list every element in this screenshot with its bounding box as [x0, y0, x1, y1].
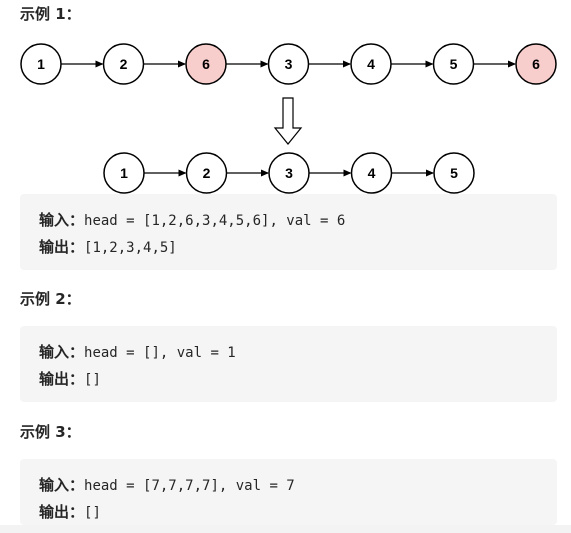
example-3-input: 输入：head = [7,7,7,7], val = 7 — [39, 472, 557, 499]
input-value: head = [1,2,6,3,4,5,6], val = 6 — [84, 213, 346, 229]
linked-list-diagram: 1 2 6 3 4 5 6 1 2 3 4 5 — [20, 43, 557, 194]
original-list-node: 1 — [20, 43, 62, 85]
node-circle — [433, 152, 475, 194]
input-label: 输入： — [39, 211, 85, 229]
output-label: 输出： — [39, 238, 85, 256]
output-value: [] — [84, 372, 101, 388]
example-1-title: 示例 1： — [20, 5, 81, 23]
result-list-row: 1 2 3 4 5 — [103, 152, 475, 194]
example-3-title: 示例 3： — [20, 423, 81, 441]
node-value: 3 — [285, 56, 293, 72]
original-list-node: 6 — [515, 43, 557, 85]
node-value: 5 — [450, 165, 458, 181]
result-list-node: 5 — [433, 152, 475, 194]
removed-node-circle — [515, 43, 557, 85]
example-2-block: 输入：head = [], val = 1 输出：[] — [20, 326, 557, 402]
original-list-node: 5 — [432, 43, 475, 85]
example-1-block: 输入：head = [1,2,6,3,4,5,6], val = 6 输出：[1… — [20, 194, 557, 270]
example-1-input: 输入：head = [1,2,6,3,4,5,6], val = 6 — [39, 207, 557, 234]
example-2-title: 示例 2： — [20, 290, 81, 308]
input-label: 输入： — [39, 476, 85, 494]
node-value: 5 — [450, 56, 458, 72]
example-2-output: 输出：[] — [39, 366, 557, 393]
result-list-node: 3 — [268, 152, 310, 194]
input-value: head = [7,7,7,7], val = 7 — [84, 478, 295, 494]
node-value: 1 — [37, 56, 45, 72]
node-value: 4 — [368, 165, 376, 181]
node-value: 6 — [202, 56, 210, 72]
transform-arrow-icon — [273, 97, 303, 145]
input-value: head = [], val = 1 — [84, 345, 236, 361]
example-3-block: 输入：head = [7,7,7,7], val = 7 输出：[] — [20, 459, 557, 525]
original-list-node: 6 — [185, 43, 227, 85]
node-value: 2 — [120, 56, 128, 72]
output-label: 输出： — [39, 503, 85, 521]
node-value: 2 — [203, 165, 211, 181]
result-list-node: 4 — [350, 152, 393, 194]
result-list-node: 1 — [103, 152, 145, 194]
input-label: 输入： — [39, 343, 85, 361]
node-value: 4 — [367, 56, 375, 72]
output-value: [1,2,3,4,5] — [84, 240, 177, 256]
result-list-node: 2 — [185, 152, 228, 194]
original-list-row: 1 2 6 3 4 5 6 — [20, 43, 557, 85]
original-list-node: 4 — [350, 43, 392, 85]
node-value: 6 — [532, 56, 540, 72]
output-value: [] — [84, 505, 101, 521]
example-1-output: 输出：[1,2,3,4,5] — [39, 234, 557, 261]
original-list-node: 2 — [102, 43, 145, 85]
output-label: 输出： — [39, 370, 85, 388]
example-2-input: 输入：head = [], val = 1 — [39, 339, 557, 366]
node-value: 1 — [120, 165, 128, 181]
original-list-node: 3 — [267, 43, 310, 85]
example-3-output: 输出：[] — [39, 499, 557, 526]
bottom-divider — [0, 525, 571, 533]
node-value: 3 — [285, 165, 293, 181]
